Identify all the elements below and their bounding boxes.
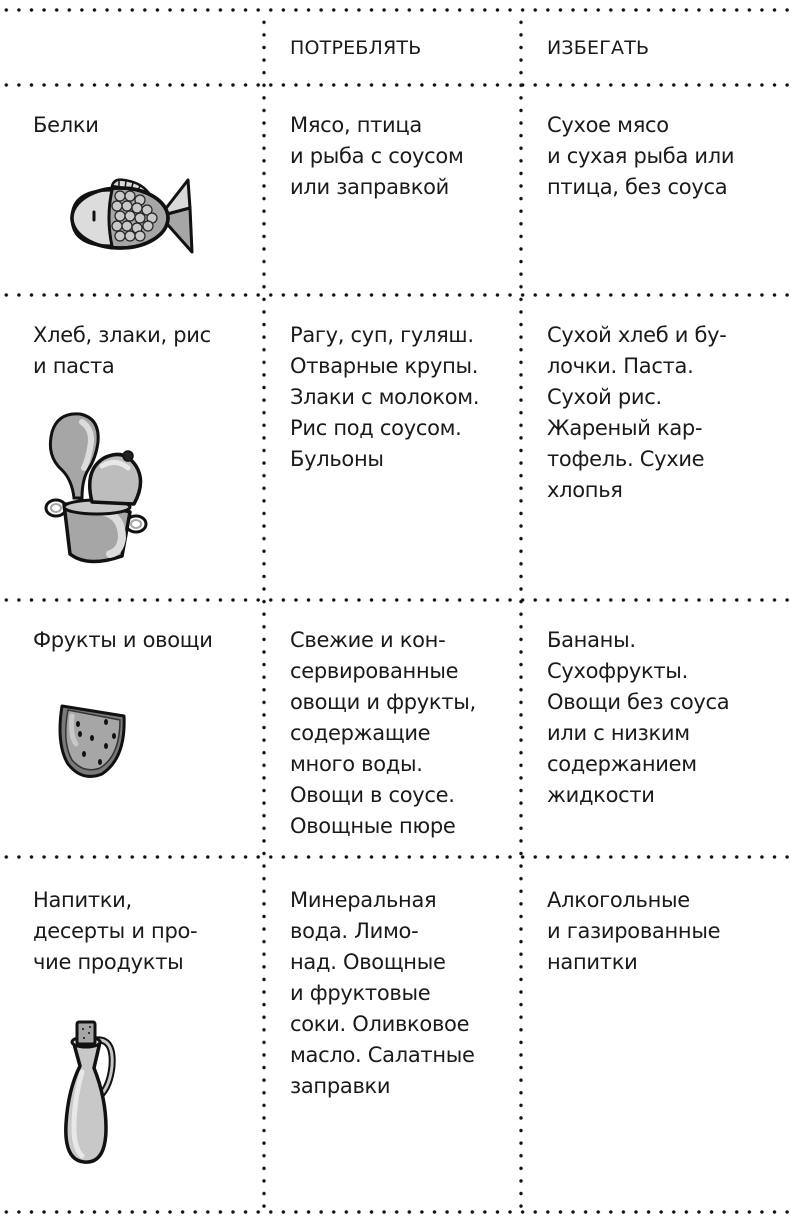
- row-divider-2: [0, 598, 790, 602]
- fish-icon: [70, 178, 194, 254]
- row-avoid: Сухое мясо и сухая рыба или птица, без с…: [547, 113, 735, 199]
- column-divider-2: [519, 16, 523, 1210]
- row-category: Фрукты и овощи: [33, 628, 213, 652]
- oil-jug-icon: [64, 1020, 116, 1164]
- row-consume: Рагу, суп, гуляш. Отварные крупы. Злаки …: [290, 323, 480, 471]
- row-avoid: Алкогольные и газированные напитки: [547, 888, 721, 974]
- row-consume: Мясо, птица и рыба с соусом или заправко…: [290, 113, 464, 199]
- watermelon-slice-icon: [58, 704, 126, 778]
- column-divider-1: [262, 16, 266, 1210]
- header-avoid: ИЗБЕГАТЬ: [547, 37, 650, 59]
- row-consume: Свежие и кон- сервированные овощи и фрук…: [290, 628, 476, 838]
- row-divider-bottom: [0, 1210, 790, 1214]
- cooking-pot-icon: [44, 412, 148, 564]
- row-avoid: Бананы. Сухофрукты. Овощи без соуса или …: [547, 628, 730, 807]
- row-category: Напитки, десерты и про- чие продукты: [33, 888, 198, 974]
- header-consume: ПОТРЕБЛЯТЬ: [290, 37, 422, 59]
- row-consume: Минеральная вода. Лимо- над. Овощные и ф…: [290, 888, 475, 1098]
- row-category: Белки: [33, 113, 99, 137]
- row-avoid: Сухой хлеб и бу- лочки. Паста. Сухой рис…: [547, 323, 727, 502]
- row-divider-top: [0, 8, 790, 12]
- row-divider-header: [0, 83, 790, 87]
- row-category: Хлеб, злаки, рис и паста: [33, 323, 211, 378]
- row-divider-1: [0, 293, 790, 297]
- row-divider-3: [0, 855, 790, 859]
